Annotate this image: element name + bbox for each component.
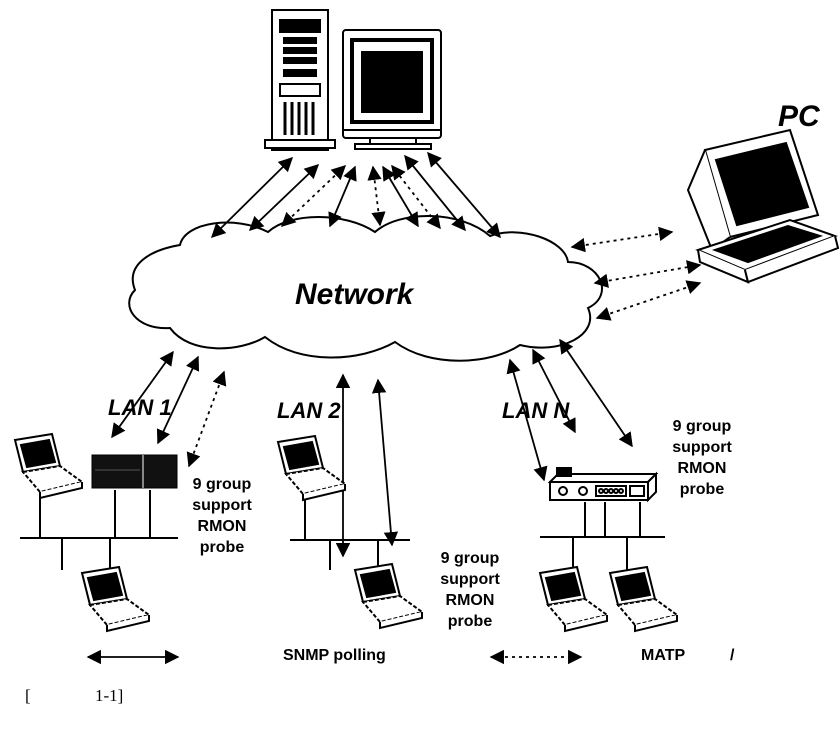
lann-probe-label: 9 group support RMON probe — [658, 416, 746, 500]
probe-line-1: 9 group — [440, 550, 500, 567]
probe-line-1: 9 group — [192, 476, 252, 493]
lan1-links — [111, 350, 227, 468]
caption-bracket: [ — [25, 686, 31, 705]
lann-bus — [540, 502, 665, 570]
lann-links — [506, 338, 633, 482]
pc-computer-icon — [686, 128, 840, 284]
probe-line-3: RMON — [677, 460, 727, 477]
probe-line-4: probe — [679, 481, 725, 498]
server-network-links — [210, 151, 501, 239]
probe-line-2: support — [192, 497, 252, 514]
legend-slash: / — [730, 647, 735, 664]
network-label: Network — [295, 278, 414, 311]
lan-2-label: LAN 2 — [277, 398, 341, 423]
lan1-rmon-probe-device — [91, 454, 178, 489]
laptop-icon — [608, 565, 680, 633]
lan2-links — [335, 373, 399, 558]
lann-rmon-probe-device — [547, 467, 659, 503]
pc-network-links — [570, 226, 702, 321]
server-monitor-icon — [342, 29, 442, 150]
probe-line-4: probe — [447, 613, 493, 630]
lan2-probe-label: 9 group support RMON probe — [426, 548, 514, 632]
laptop-icon — [80, 565, 152, 633]
pc-label: PC — [778, 100, 820, 133]
probe-line-2: support — [672, 439, 732, 456]
laptop-icon — [276, 434, 348, 502]
laptop-icon — [13, 432, 85, 500]
legend-snmp-label: SNMP polling — [283, 647, 386, 664]
lan1-probe-label: 9 group support RMON probe — [178, 474, 266, 558]
server-tower-icon — [264, 9, 336, 151]
probe-line-2: support — [440, 571, 500, 588]
caption-number: 1-1] — [95, 686, 124, 705]
laptop-icon — [353, 562, 425, 630]
lan-1-label: LAN 1 — [108, 395, 172, 420]
lan1-bus — [20, 490, 178, 570]
laptop-icon — [538, 565, 610, 633]
probe-line-1: 9 group — [672, 418, 732, 435]
probe-line-4: probe — [199, 539, 245, 556]
lan2-bus — [290, 498, 410, 570]
lan-n-label: LAN N — [502, 398, 570, 423]
probe-line-3: RMON — [445, 592, 495, 609]
probe-line-3: RMON — [197, 518, 247, 535]
legend-matp-label: MATP — [641, 647, 686, 664]
